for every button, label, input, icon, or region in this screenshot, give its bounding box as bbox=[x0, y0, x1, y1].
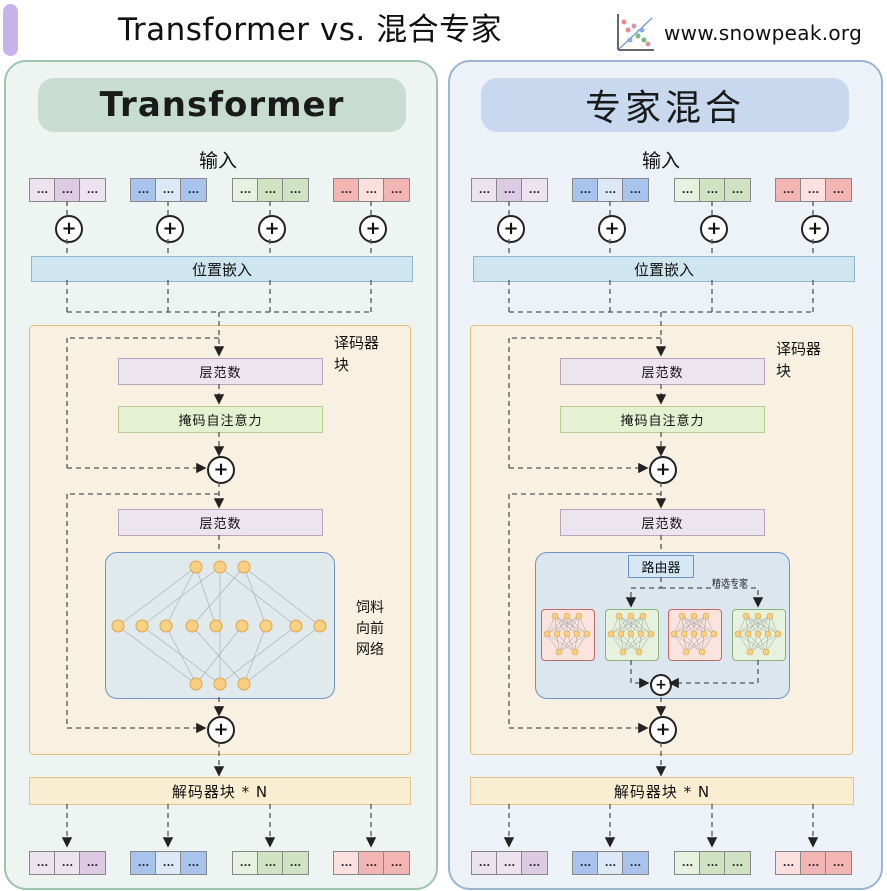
right-decoder-blocks-n: 解码器块 * N bbox=[470, 777, 854, 805]
token-cell: ... bbox=[496, 851, 523, 875]
token-cell: ... bbox=[775, 851, 802, 875]
token-cell: ... bbox=[383, 178, 410, 202]
add-icon: + bbox=[649, 716, 677, 744]
token-cell: ... bbox=[800, 851, 827, 875]
token-cell: ... bbox=[699, 851, 726, 875]
right-decoder-block-label: 译码器块 bbox=[776, 340, 822, 380]
token-cell: ... bbox=[825, 178, 852, 202]
token-cell: ... bbox=[232, 178, 259, 202]
token-cell: ... bbox=[130, 851, 157, 875]
token-cell: ... bbox=[79, 851, 106, 875]
token-cell: ... bbox=[471, 178, 498, 202]
token-cell: ... bbox=[180, 851, 207, 875]
token-cell: ... bbox=[333, 851, 360, 875]
add-icon: + bbox=[258, 215, 286, 243]
token-cell: ... bbox=[521, 851, 548, 875]
token-cell: ... bbox=[282, 851, 309, 875]
left-layer-norm-1: 层范数 bbox=[118, 358, 323, 385]
ffn-neurons-graphic bbox=[111, 560, 327, 691]
token-cell: ... bbox=[29, 178, 56, 202]
add-icon: + bbox=[156, 215, 184, 243]
token-cell: ... bbox=[674, 851, 701, 875]
token-cell: ... bbox=[597, 178, 624, 202]
add-icon: + bbox=[598, 215, 626, 243]
add-icon: + bbox=[649, 456, 677, 484]
token-cell: ... bbox=[232, 851, 259, 875]
token-cell: ... bbox=[724, 178, 751, 202]
token-cell: ... bbox=[79, 178, 106, 202]
token-cell: ... bbox=[622, 178, 649, 202]
token-cell: ... bbox=[54, 178, 81, 202]
add-icon: + bbox=[207, 456, 235, 484]
expert-2 bbox=[605, 609, 659, 661]
left-decoder-block-label: 译码器块 bbox=[334, 334, 380, 374]
token-cell: ... bbox=[622, 851, 649, 875]
right-input-label: 输入 bbox=[641, 150, 680, 172]
expert-1 bbox=[541, 609, 595, 661]
token-cell: ... bbox=[180, 178, 207, 202]
left-decoder-blocks-n: 解码器块 * N bbox=[29, 777, 411, 805]
right-layer-norm-1: 层范数 bbox=[560, 358, 765, 385]
ffn-label: 饲料向前网络 bbox=[356, 600, 384, 658]
page-title: Transformer vs. 混合专家 bbox=[118, 12, 503, 48]
token-cell: ... bbox=[358, 178, 385, 202]
token-cell: ... bbox=[333, 178, 360, 202]
left-masked-attention: 掩码自注意力 bbox=[118, 406, 323, 433]
moe-title: 专家混合 bbox=[481, 78, 849, 132]
right-masked-attention: 掩码自注意力 bbox=[560, 406, 765, 433]
expert-4 bbox=[732, 609, 786, 661]
token-cell: ... bbox=[674, 178, 701, 202]
right-layer-norm-2: 层范数 bbox=[560, 509, 765, 536]
add-icon: + bbox=[801, 215, 829, 243]
token-cell: ... bbox=[54, 851, 81, 875]
token-cell: ... bbox=[825, 851, 852, 875]
add-icon: + bbox=[700, 215, 728, 243]
add-icon: + bbox=[497, 215, 525, 243]
accent-bar bbox=[3, 4, 18, 56]
scatter-plot-logo-icon bbox=[612, 10, 658, 56]
token-cell: ... bbox=[724, 851, 751, 875]
right-positional-embedding: 位置嵌入 bbox=[473, 256, 855, 282]
left-input-label: 输入 bbox=[198, 150, 237, 172]
token-cell: ... bbox=[257, 851, 284, 875]
add-icon: + bbox=[359, 215, 387, 243]
token-cell: ... bbox=[597, 851, 624, 875]
token-cell: ... bbox=[257, 178, 284, 202]
token-cell: ... bbox=[471, 851, 498, 875]
token-cell: ... bbox=[496, 178, 523, 202]
token-cell: ... bbox=[775, 178, 802, 202]
add-icon: + bbox=[650, 674, 672, 696]
token-cell: ... bbox=[155, 851, 182, 875]
feed-forward-network bbox=[105, 552, 335, 699]
token-cell: ... bbox=[358, 851, 385, 875]
transformer-title: Transformer bbox=[38, 78, 406, 132]
token-cell: ... bbox=[29, 851, 56, 875]
left-layer-norm-2: 层范数 bbox=[118, 509, 323, 536]
expert-3 bbox=[668, 609, 722, 661]
token-cell: ... bbox=[282, 178, 309, 202]
add-icon: + bbox=[207, 716, 235, 744]
token-cell: ... bbox=[572, 851, 599, 875]
site-url: www.snowpeak.org bbox=[664, 21, 863, 45]
token-cell: ... bbox=[155, 178, 182, 202]
token-cell: ... bbox=[383, 851, 410, 875]
router: 路由器 bbox=[628, 555, 694, 578]
token-cell: ... bbox=[521, 178, 548, 202]
add-icon: + bbox=[55, 215, 83, 243]
selected-experts-label: 精选专家 bbox=[712, 579, 749, 589]
token-cell: ... bbox=[572, 178, 599, 202]
token-cell: ... bbox=[800, 178, 827, 202]
token-cell: ... bbox=[699, 178, 726, 202]
token-cell: ... bbox=[130, 178, 157, 202]
left-positional-embedding: 位置嵌入 bbox=[31, 256, 413, 282]
